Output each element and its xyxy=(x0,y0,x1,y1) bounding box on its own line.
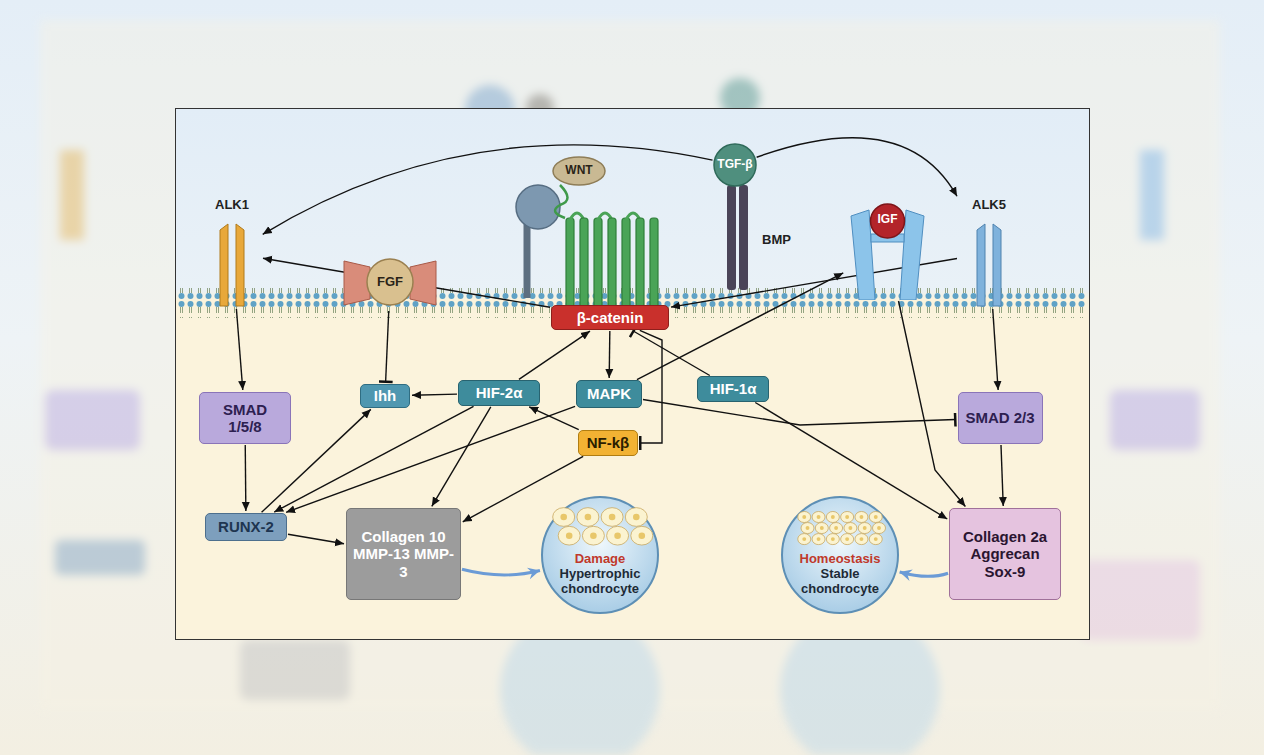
activation-arrow xyxy=(412,394,457,395)
node-text: FGF xyxy=(377,275,403,290)
node-text: β-catenin xyxy=(577,309,644,326)
node-text: IGF xyxy=(845,213,930,227)
activation-arrow xyxy=(263,145,713,234)
activation-arrow xyxy=(993,309,998,390)
node-text: WNT xyxy=(565,164,592,178)
gene-box: Collagen 10 MMP-13 MMP-3 xyxy=(346,508,461,600)
activation-arrow xyxy=(899,301,966,506)
node-text: RUNX-2 xyxy=(218,518,274,535)
chondrocyte-circle: DamageHypertrophic chondrocyte xyxy=(540,495,660,615)
activation-arrow xyxy=(757,138,957,197)
activation-arrow xyxy=(288,534,344,544)
inhibition-connector xyxy=(643,400,956,425)
signal-box: NF-kβ xyxy=(578,430,638,456)
smad-box: SMAD 2/3 xyxy=(958,392,1043,444)
signal-box: HIF-2α xyxy=(458,380,540,406)
activation-arrow xyxy=(286,406,575,512)
node-text: HIF-1α xyxy=(710,380,757,397)
receptor-alk5: ALK5 xyxy=(958,198,1020,308)
fgf-receptor: FGF xyxy=(340,255,440,310)
node-text: HIF-2α xyxy=(476,384,523,401)
node-text: SMAD 2/3 xyxy=(965,409,1034,426)
node-text: ALK5 xyxy=(958,198,1020,213)
node-text: NF-kβ xyxy=(587,434,630,451)
activation-arrow xyxy=(462,569,540,575)
signal-box: HIF-1α xyxy=(697,376,769,402)
igf-receptor: IGF xyxy=(845,200,930,300)
ligand-oval: WNT xyxy=(552,156,606,186)
smad-box: SMAD 1/5/8 xyxy=(199,392,291,444)
activation-arrow xyxy=(529,407,579,430)
node-text: Stable chondrocyte xyxy=(792,567,888,597)
node-text: ALK1 xyxy=(203,198,261,213)
node-text: TGF-β xyxy=(717,158,752,172)
ligand-circle: TGF-β xyxy=(713,143,757,187)
chondrocyte-circle: HomeostasisStable chondrocyte xyxy=(780,495,900,615)
activation-arrow xyxy=(245,445,247,511)
node-text: Collagen 2a Aggrecan Sox-9 xyxy=(956,528,1054,580)
node-text: Ihh xyxy=(374,387,397,404)
inhibition-connector xyxy=(633,331,710,375)
node-text: Collagen 10 MMP-13 MMP-3 xyxy=(353,528,454,580)
activation-arrow xyxy=(900,572,948,576)
signal-box: MAPK xyxy=(576,380,642,408)
node-text: Damage xyxy=(575,552,626,567)
receptor-shape xyxy=(203,198,261,308)
gene-box: Collagen 2a Aggrecan Sox-9 xyxy=(949,508,1061,600)
activation-arrow xyxy=(519,331,590,379)
activation-arrow xyxy=(263,258,550,307)
activation-arrow xyxy=(432,407,491,506)
activation-arrow xyxy=(609,331,611,378)
activation-arrow xyxy=(236,309,242,390)
activation-arrow xyxy=(274,406,473,512)
node-text: Homeostasis xyxy=(800,552,881,567)
inhibition-connector xyxy=(386,311,389,382)
signal-box: Ihh xyxy=(360,384,410,408)
receptor-label: BMP xyxy=(762,232,791,247)
node-text: SMAD 1/5/8 xyxy=(206,401,284,436)
node-text: MAPK xyxy=(587,385,631,402)
receptor-alk1: ALK1 xyxy=(203,198,261,308)
inhibition-connector xyxy=(640,330,662,443)
receptor-shape xyxy=(958,198,1020,308)
node-text: Hypertrophic chondrocyte xyxy=(552,567,648,597)
transcription-box: RUNX-2 xyxy=(205,513,287,541)
signal-box: β-catenin xyxy=(551,305,669,330)
activation-arrow xyxy=(1001,445,1003,506)
